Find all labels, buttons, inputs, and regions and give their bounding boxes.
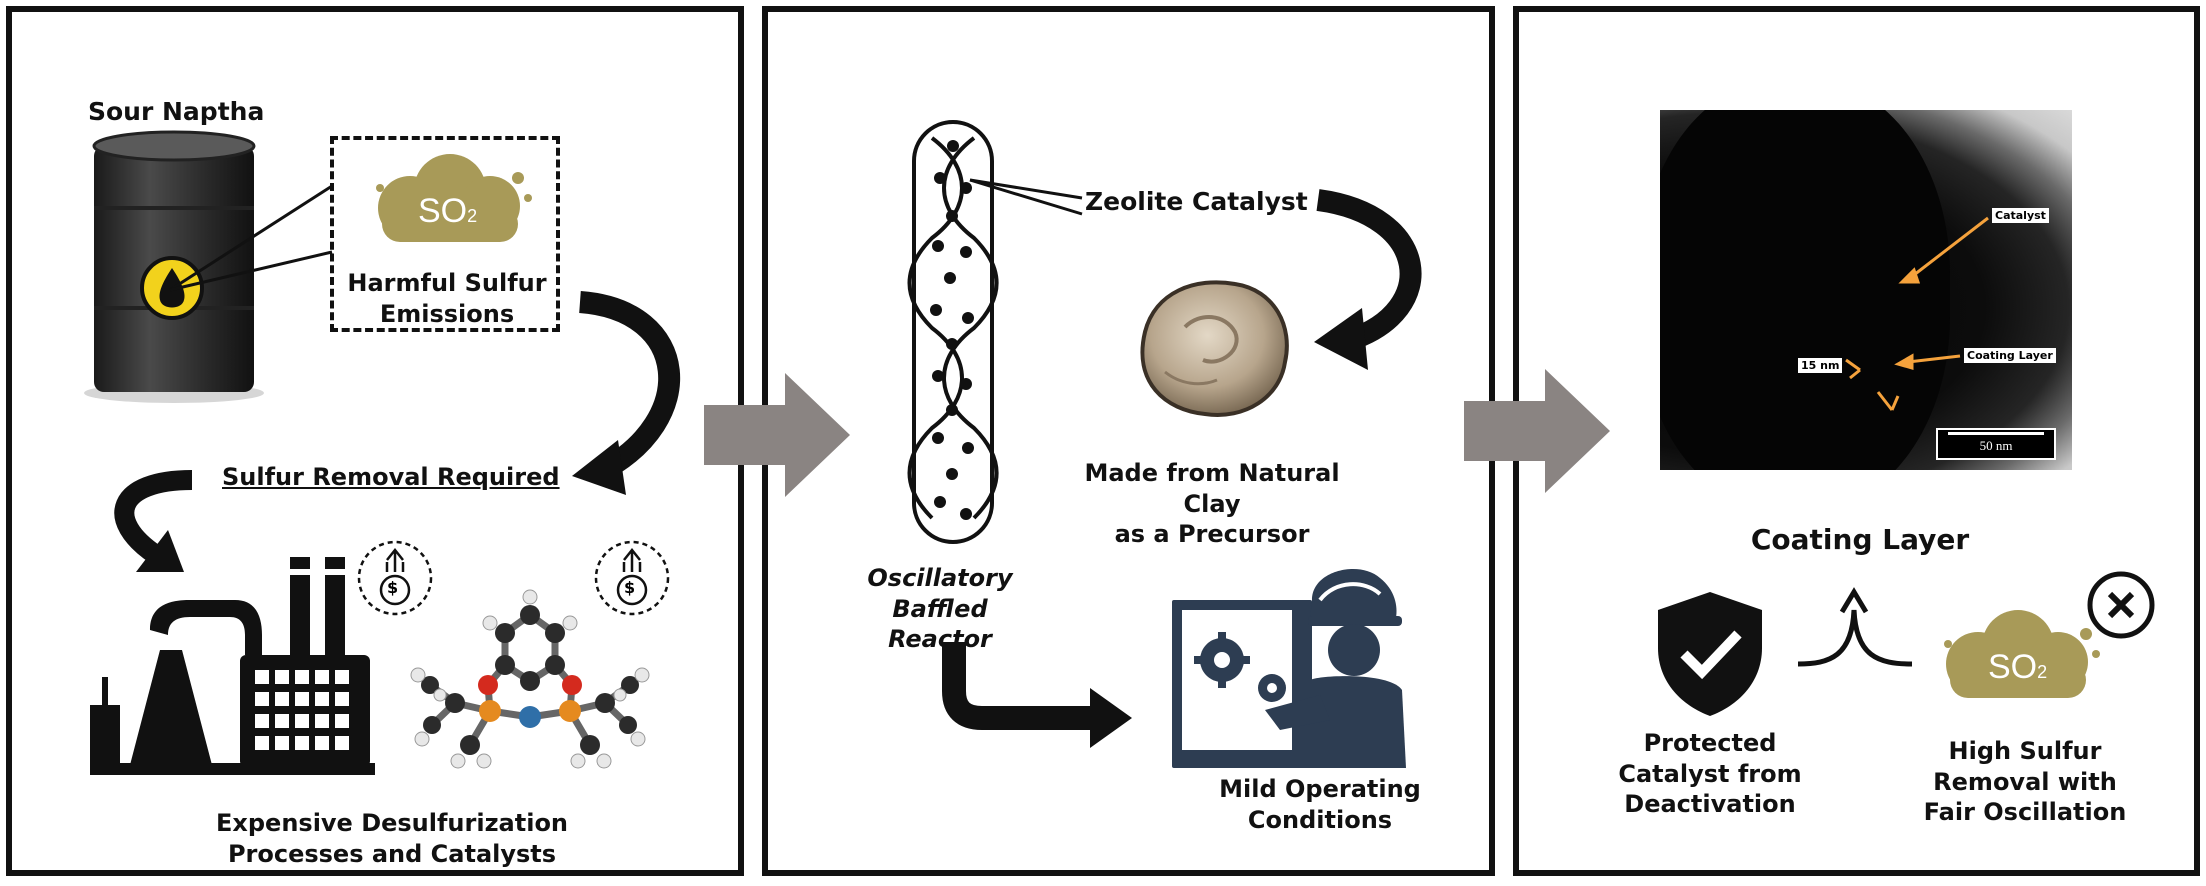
shield-check-icon	[1658, 592, 1762, 716]
zeolite-label: Zeolite Catalyst	[1085, 187, 1308, 216]
split-arrow-icon	[1797, 587, 1913, 667]
desulfurization-caption: Expensive Desulfurization Processes and …	[215, 809, 569, 868]
conditions-label: Mild Operating Conditions	[1219, 775, 1421, 834]
cost-symbol-1: $	[387, 578, 399, 597]
cost-increase-icon-2	[594, 540, 670, 616]
catalyst-molecule-icon	[410, 589, 650, 769]
zeolite-pointer-lines	[969, 178, 1083, 216]
cost-symbol-2: $	[624, 578, 636, 597]
factory-icon	[90, 557, 375, 775]
tem-micrograph: Catalyst Coating Layer 15 nm 50 nm	[1660, 110, 2072, 470]
barrel-label: Sour Naptha	[88, 97, 265, 126]
tem-particle	[1660, 110, 1950, 470]
cost-increase-icon	[357, 540, 433, 616]
l-arrow-icon	[942, 642, 1132, 748]
reactor-label: Oscillatory Baffled Reactor	[867, 564, 1013, 654]
oscillatory-reactor-icon	[907, 120, 999, 544]
tem-thickness-label: 15 nm	[1798, 358, 1843, 373]
emissions-box	[330, 136, 560, 332]
curved-arrow-clay-icon	[1314, 189, 1422, 370]
so2-formula-2: SO2	[1988, 648, 2048, 686]
tem-arrows	[1845, 216, 1989, 411]
so2-formula: SO2	[418, 192, 478, 230]
emissions-pointer-lines	[169, 184, 333, 292]
clay-label: Made from Natural Clay as a Precursor	[1084, 459, 1340, 549]
removal-label: High Sulfur Removal with Fair Oscillatio…	[1923, 737, 2127, 827]
tem-catalyst-label: Catalyst	[1992, 208, 2049, 223]
natural-clay-icon	[1140, 280, 1289, 417]
so2-cloud-icon-2	[1944, 610, 2100, 698]
sulfur-removal-label: Sulfur Removal Required	[222, 463, 560, 491]
tem-coating-label: Coating Layer	[1964, 348, 2056, 363]
operator-control-panel-icon	[1172, 569, 1406, 768]
tem-scale-label: 50 nm	[1979, 438, 2013, 453]
flow-arrow-2-icon	[1464, 369, 1610, 493]
emissions-label: Harmful Sulfur Emissions	[347, 269, 547, 328]
protected-label: Protected Catalyst from Deactivation	[1618, 729, 1802, 819]
curved-arrow-left-icon	[114, 470, 193, 572]
flow-arrow-1-icon	[704, 373, 850, 497]
oil-barrel-icon	[84, 130, 264, 403]
curved-arrow-down-icon	[572, 291, 681, 495]
coating-title: Coating Layer	[1750, 523, 1970, 556]
tem-scale-bar	[1948, 432, 2044, 435]
so2-cloud-icon	[376, 154, 532, 242]
close-circle-icon	[2087, 571, 2155, 639]
